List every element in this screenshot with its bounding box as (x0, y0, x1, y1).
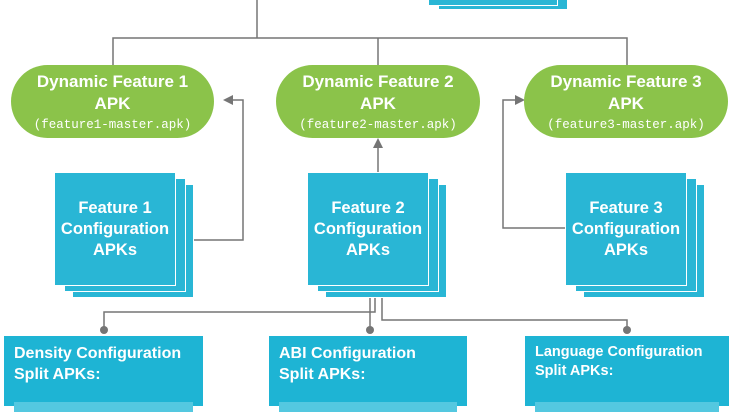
base-apk-box-front (428, 0, 558, 6)
dynamic-feature-1-title: Dynamic Feature 1 (36, 72, 189, 91)
language-split-inner-panel (535, 402, 719, 412)
feature-1-config-label: Feature 1 Configuration APKs (60, 198, 170, 259)
connector-base-branch (112, 37, 628, 66)
arrow-feature3-config (502, 95, 565, 229)
connector-dot-density (100, 326, 108, 334)
density-config-split-label: Density Configuration Split APKs: (14, 345, 182, 383)
density-split-inner-panel (14, 402, 193, 412)
connector-lines (100, 0, 631, 334)
feature-1-config-apks: Feature 1 Configuration APKs (54, 172, 176, 286)
dynamic-feature-2-title: Dynamic Feature 2 (302, 72, 454, 91)
dynamic-feature-1-file: (feature1-master.apk) (33, 118, 192, 132)
feature-3-config-apks: Feature 3 Configuration APKs (565, 172, 687, 286)
connector-dot-language (623, 326, 631, 334)
dynamic-feature-1-apk: Dynamic Feature 1 APK (feature1-master.a… (11, 65, 214, 138)
language-config-split-label: Language Configuration Split APKs: (535, 344, 703, 379)
language-config-split-apks: Language Configuration Split APKs: (525, 336, 729, 412)
dynamic-feature-3-title: Dynamic Feature 3 (550, 72, 702, 91)
abi-config-split-apks: ABI Configuration Split APKs: (269, 336, 467, 412)
dynamic-feature-3-apk: Dynamic Feature 3 APK (feature3-master.a… (524, 65, 728, 138)
dynamic-feature-1-subtitle: APK (94, 94, 131, 113)
dynamic-feature-3-subtitle: APK (608, 94, 644, 113)
dynamic-feature-2-file: (feature2-master.apk) (299, 118, 457, 132)
abi-config-split-label: ABI Configuration Split APKs: (279, 345, 416, 383)
arrow-feature1-config (182, 95, 244, 241)
dynamic-feature-2-apk: Dynamic Feature 2 APK (feature2-master.a… (276, 65, 480, 138)
feature-2-config-label: Feature 2 Configuration APKs (313, 198, 423, 259)
dynamic-feature-3-file: (feature3-master.apk) (547, 118, 705, 132)
connector-split-density (103, 288, 376, 330)
feature-2-config-apks: Feature 2 Configuration APKs (307, 172, 429, 286)
connector-dot-abi (366, 326, 374, 334)
connector-split-language (381, 288, 628, 330)
density-config-split-apks: Density Configuration Split APKs: (4, 336, 203, 412)
feature-3-config-label: Feature 3 Configuration APKs (571, 198, 681, 259)
abi-split-inner-panel (279, 402, 457, 412)
dynamic-feature-2-subtitle: APK (360, 94, 396, 113)
